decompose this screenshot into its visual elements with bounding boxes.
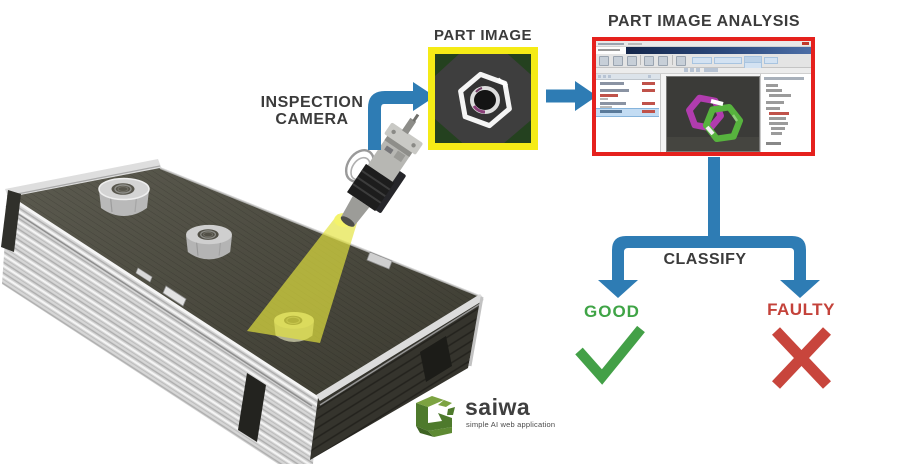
classify-connector-arrows [598,157,820,298]
faulty-label: FAULTY [767,300,835,319]
part-image-card [428,47,538,150]
conveyor-belt-photo [1,159,484,464]
saiwa-logo-mark [416,396,455,437]
analysis-window-card [592,37,815,156]
classify-label: CLASSIFY [663,251,747,268]
analysis-overlay-green-hexagon [702,103,744,143]
analysis-image-viewer [666,76,760,152]
inspection-camera-photo [340,113,423,227]
analysis-toolbar-row2 [596,68,811,74]
check-icon [575,325,645,385]
part-image-label: PART IMAGE [433,27,533,44]
hex-nut-1 [98,177,150,216]
saiwa-tagline: simple AI web application [466,420,556,429]
x-icon [772,327,831,389]
analysis-menu-strip [596,47,626,54]
analysis-navy-bar [626,47,811,54]
part-image-analysis-label: PART IMAGE ANALYSIS [607,13,801,30]
part-image-photo [435,54,531,143]
arrow-camera-to-part-image [368,82,435,150]
analysis-left-panel [596,74,661,152]
inspection-camera-label-line1: INSPECTION [260,94,364,111]
selected-row-highlight [596,108,659,117]
hex-nut-2 [186,224,232,260]
analysis-right-panel [760,74,811,152]
inspection-camera-label: INSPECTION CAMERA [250,94,374,128]
inspection-camera-label-line2: CAMERA [275,111,349,128]
analysis-title-bar [596,41,811,47]
analysis-toolbar [596,54,811,69]
saiwa-wordmark: saiwa [465,394,531,420]
good-label: GOOD [584,302,640,321]
close-icon [802,42,809,45]
arrow-part-image-to-analysis [546,81,597,111]
saiwa-logo: saiwa simple AI web application [408,391,598,443]
